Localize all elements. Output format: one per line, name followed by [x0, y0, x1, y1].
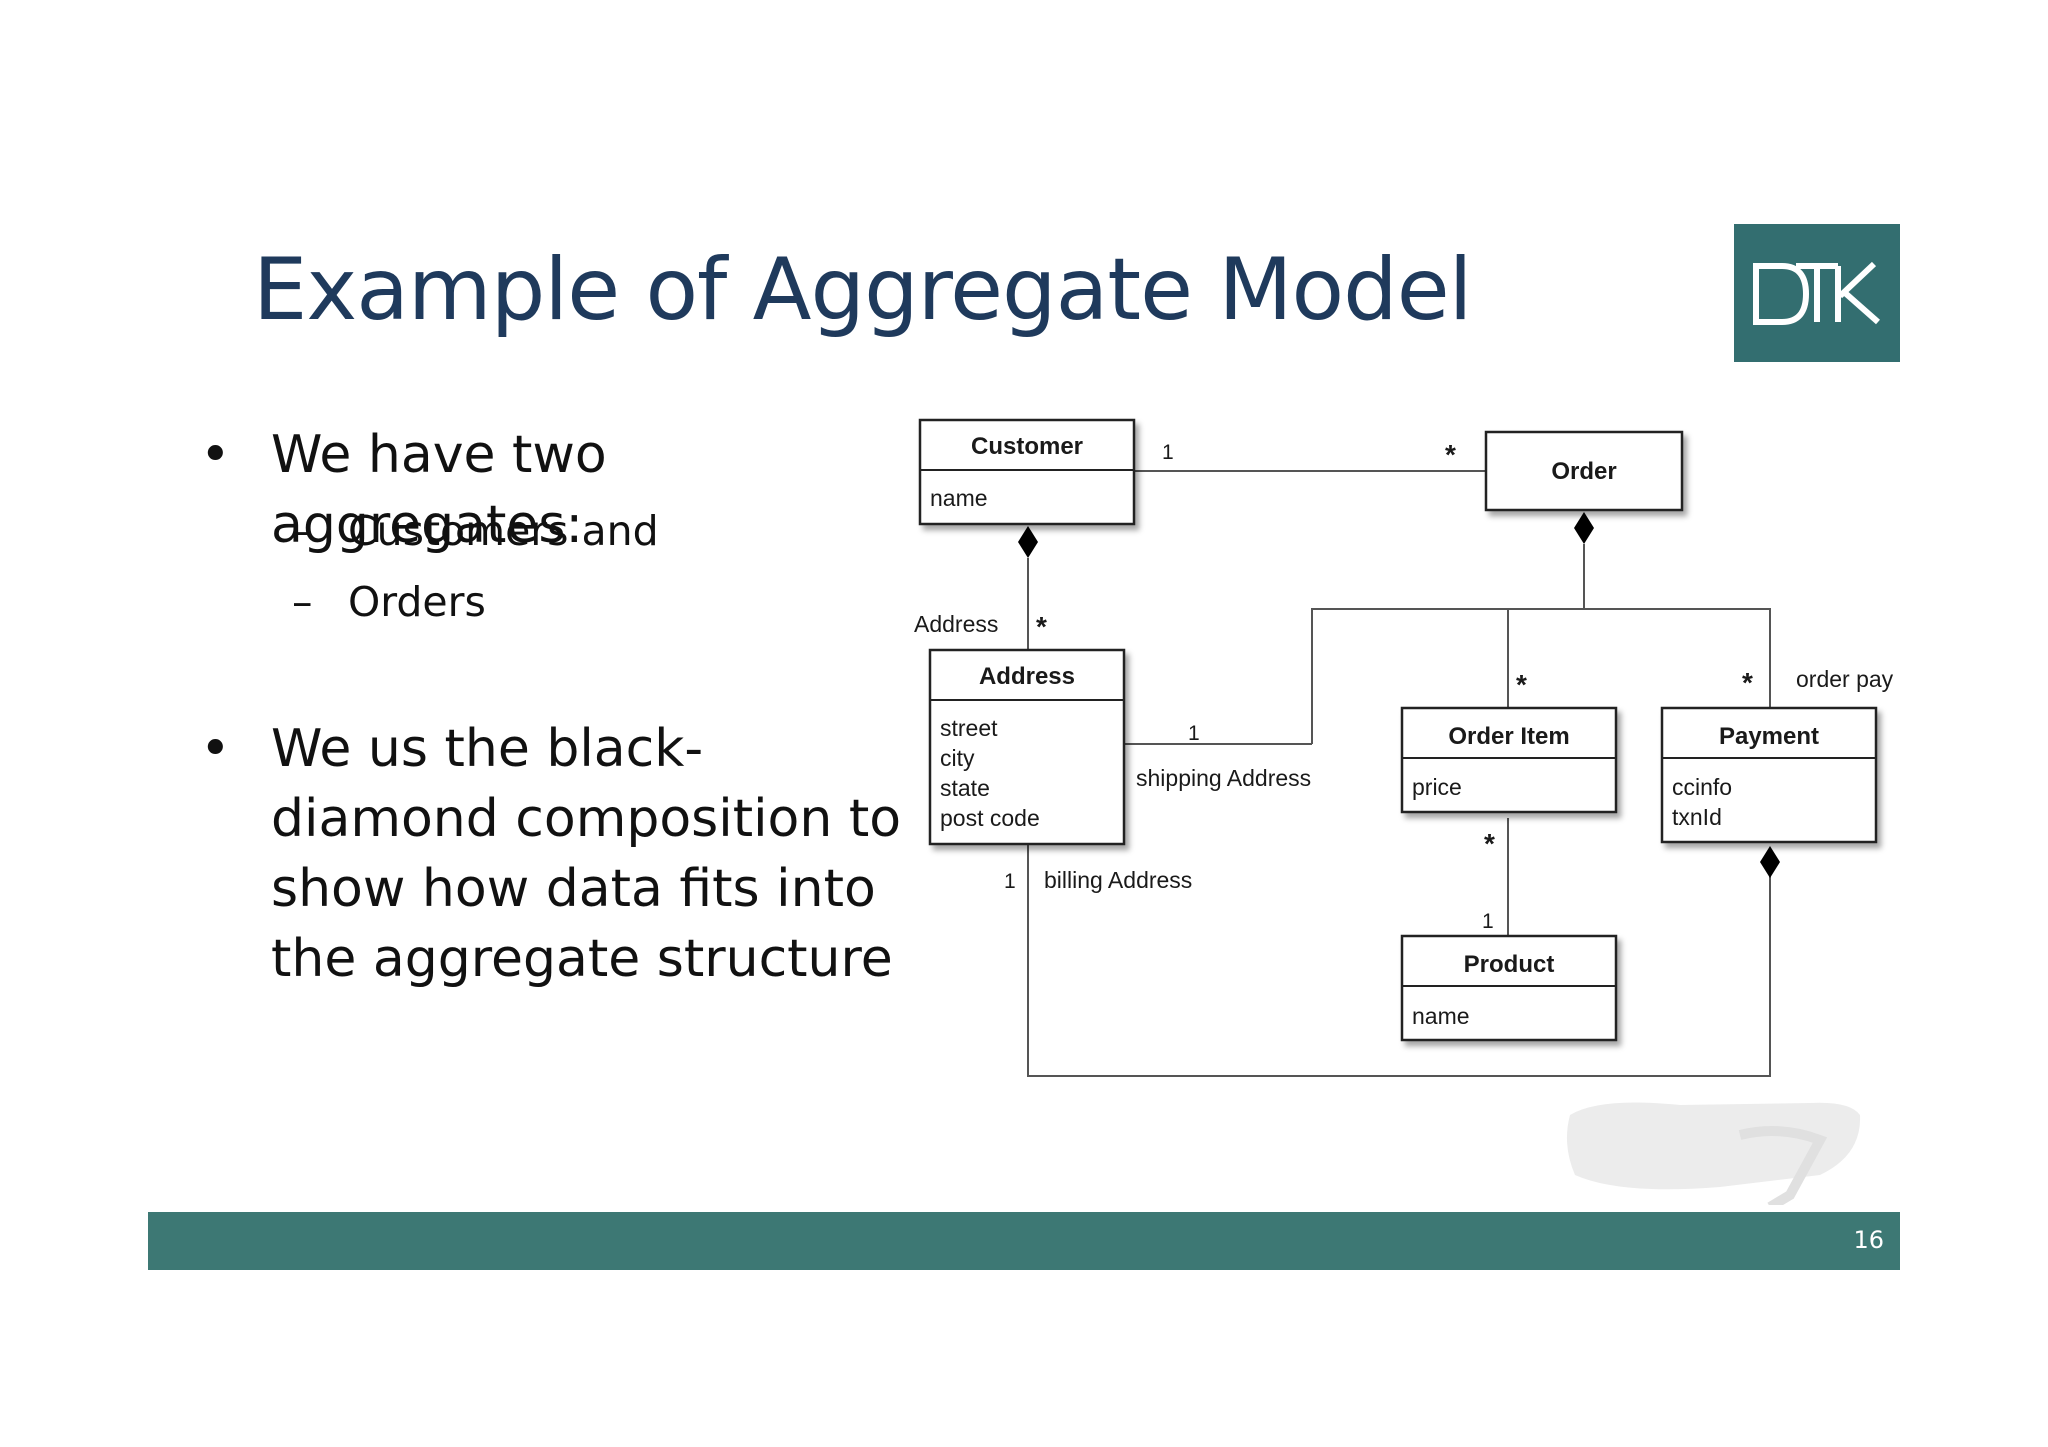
dtk-logo	[1734, 224, 1900, 362]
sub-bullet-dash: –	[292, 578, 313, 626]
multiplicity-label: *	[1036, 611, 1047, 642]
order-diamond	[1574, 512, 1594, 544]
connectors	[1027, 470, 1771, 1077]
class-name: Product	[1464, 951, 1555, 978]
class-name: Customer	[971, 433, 1083, 460]
uml-class-diagram: Customer name Order Address street city …	[914, 418, 1894, 1077]
bullet-marker: •	[200, 719, 231, 779]
multiplicity-label: 1	[1482, 910, 1494, 933]
class-attr: state	[940, 775, 990, 801]
footer-bar: 16	[148, 1212, 1900, 1270]
class-product: Product name	[1400, 934, 1618, 1042]
class-order-item: Order Item price	[1400, 706, 1618, 814]
role-label: order pay	[1796, 666, 1894, 692]
class-address: Address street city state post code	[928, 648, 1126, 846]
slide-title: Example of Aggregate Model	[253, 240, 1473, 340]
bullet-text: We have two aggregates:	[271, 425, 607, 555]
class-order: Order	[1484, 430, 1684, 512]
sub-bullet-dash: –	[292, 507, 313, 555]
class-attr: post code	[940, 805, 1040, 831]
class-customer: Customer name	[918, 418, 1136, 526]
multiplicity-label: *	[1742, 667, 1753, 698]
class-name: Address	[979, 663, 1075, 690]
payment-diamond	[1760, 846, 1780, 878]
multiplicity-label: 1	[1004, 870, 1016, 893]
class-attr: street	[940, 715, 998, 741]
sub-bullet-text: Orders	[348, 578, 486, 626]
class-attr: txnId	[1672, 804, 1722, 830]
multiplicity-label: *	[1516, 669, 1527, 700]
bullet-text: We us the black-diamond composition to s…	[271, 719, 902, 989]
class-attr: name	[1412, 1003, 1470, 1029]
class-attr: ccinfo	[1672, 774, 1732, 800]
composition-diamonds	[1018, 512, 1780, 878]
order-branch-link	[1311, 608, 1771, 744]
multiplicity-label: *	[1484, 828, 1495, 859]
class-attr: name	[930, 485, 988, 511]
role-label: Address	[914, 611, 998, 637]
customer-diamond	[1018, 526, 1038, 558]
class-payment: Payment ccinfo txnId	[1660, 706, 1878, 844]
bullet-marker: •	[200, 425, 231, 485]
class-name: Payment	[1719, 723, 1819, 750]
class-attr: city	[940, 745, 975, 771]
page-number: 16	[1853, 1226, 1884, 1254]
billing-address-link	[1027, 844, 1771, 1077]
class-name: Order Item	[1448, 723, 1569, 750]
association-labels: 1 * Address * 1 shipping Address 1 billi…	[914, 439, 1894, 933]
class-name: Order	[1551, 458, 1616, 485]
multiplicity-label: 1	[1162, 441, 1174, 464]
dtk-logo-mark	[1753, 261, 1880, 325]
hand-pen-watermark	[1566, 1102, 1861, 1205]
role-label: billing Address	[1044, 867, 1192, 893]
sub-bullet-text: Customers and	[348, 507, 659, 555]
role-label: shipping Address	[1136, 765, 1311, 791]
multiplicity-label: *	[1445, 439, 1456, 470]
multiplicity-label: 1	[1188, 722, 1200, 745]
class-attr: price	[1412, 774, 1462, 800]
